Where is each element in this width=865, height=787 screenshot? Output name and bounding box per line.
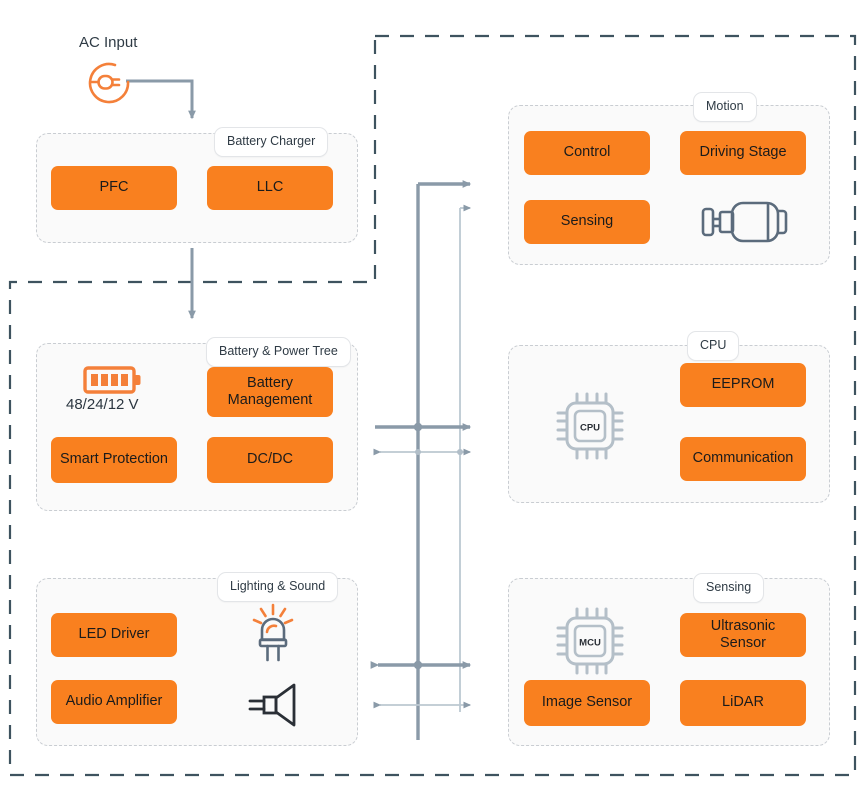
block-lidar[interactable]: LiDAR	[680, 680, 806, 726]
motor-icon	[698, 197, 790, 247]
group-label-battery-charger: Battery Charger	[214, 127, 329, 157]
block-dc-dc[interactable]: DC/DC	[207, 437, 333, 483]
group-label-sensing: Sensing	[693, 573, 765, 603]
block-eeprom[interactable]: EEPROM	[680, 363, 806, 407]
block-driving-stage[interactable]: Driving Stage	[680, 131, 806, 175]
group-label-battery-power-tree: Battery & Power Tree	[206, 337, 351, 367]
block-image-sensor[interactable]: Image Sensor	[524, 680, 650, 726]
block-communication[interactable]: Communication	[680, 437, 806, 481]
block-led-driver[interactable]: LED Driver	[51, 613, 177, 657]
mcu-chip-caption: MCU	[579, 638, 601, 649]
mcu-chip-icon: MCU	[551, 605, 629, 677]
ac-plug-icon	[84, 57, 136, 107]
block-motion-sensing[interactable]: Sensing	[524, 200, 650, 244]
battery-voltage-label: 48/24/12 V	[66, 396, 139, 413]
group-label-lighting-sound: Lighting & Sound	[217, 572, 339, 602]
block-smart-protection[interactable]: Smart Protection	[51, 437, 177, 483]
cpu-chip-caption: CPU	[580, 423, 600, 434]
block-control[interactable]: Control	[524, 131, 650, 175]
cpu-chip-icon: CPU	[551, 390, 629, 462]
block-audio-amplifier[interactable]: Audio Amplifier	[51, 680, 177, 724]
battery-icon	[82, 363, 146, 397]
block-pfc[interactable]: PFC	[51, 166, 177, 210]
block-battery-management[interactable]: Battery Management	[207, 367, 333, 417]
block-llc[interactable]: LLC	[207, 166, 333, 210]
group-label-cpu: CPU	[687, 331, 740, 361]
group-label-motion: Motion	[693, 92, 757, 122]
block-ultrasonic-sensor[interactable]: Ultrasonic Sensor	[680, 613, 806, 657]
speaker-icon	[246, 681, 308, 729]
led-lamp-icon	[246, 603, 302, 665]
ac-input-label: AC Input	[79, 34, 138, 51]
